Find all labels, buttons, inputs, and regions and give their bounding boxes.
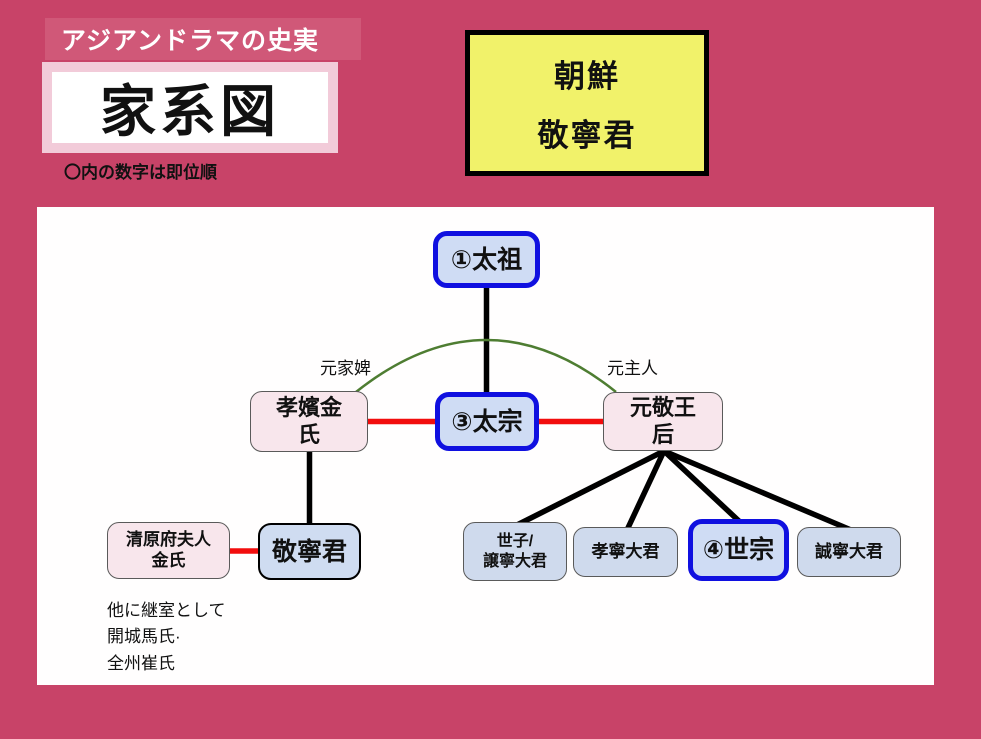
- node-cheongwon-line-1: 清原府夫人: [126, 530, 211, 550]
- node-seja-line-2: 譲寧大君: [482, 552, 547, 570]
- node-gyeongnyeong-label: 敬寧君: [271, 537, 347, 566]
- node-gyeongnyeong: 敬寧君: [258, 523, 361, 580]
- page-title: 家系図: [100, 80, 280, 143]
- subtitle-band: アジアンドラマの史実: [45, 18, 361, 60]
- node-cheongwon-bubuin: 清原府夫人 金氏: [107, 522, 230, 579]
- topic-line-2: 敬寧君: [537, 118, 637, 153]
- subtitle-text: アジアンドラマの史実: [61, 27, 320, 55]
- footnote-line-2: 開城馬氏·: [107, 627, 181, 647]
- node-seongnyeong-label: 誠寧大君: [815, 541, 883, 561]
- topic-line-1: 朝鮮: [554, 59, 620, 94]
- footnote-line-3: 全州崔氏: [107, 653, 175, 673]
- node-wongyeong-line-1: 元敬王: [629, 395, 696, 421]
- title-box: 家系図: [42, 62, 338, 153]
- node-hyoryeong: 孝寧大君: [573, 527, 678, 577]
- node-sejong-label: ④世宗: [702, 536, 775, 564]
- node-wongyeong-line-2: 后: [651, 421, 674, 447]
- footnote-line-1: 他に継室として: [107, 601, 226, 620]
- node-seja-yangnyeong: 世子/ 譲寧大君: [463, 522, 567, 581]
- node-taejong-label: ③太宗: [451, 407, 523, 436]
- node-queen-wongyeong: 元敬王 后: [603, 392, 723, 451]
- node-taejo-label: ①太祖: [450, 245, 523, 274]
- node-seongnyeong: 誠寧大君: [797, 527, 901, 577]
- node-hyoryeong-label: 孝寧大君: [591, 541, 660, 561]
- node-hyobin-line-2: 氏: [297, 421, 320, 447]
- node-hyobin-kim: 孝嬪金 氏: [250, 391, 368, 452]
- legend-note: 〇内の数字は即位順: [64, 163, 217, 182]
- node-taejong: ③太宗: [435, 392, 539, 451]
- node-taejo: ①太祖: [433, 231, 540, 288]
- node-sejong: ④世宗: [688, 519, 789, 581]
- node-hyobin-line-1: 孝嬪金: [275, 395, 342, 421]
- arc-label-former-master: 元主人: [607, 359, 658, 378]
- footnote: 他に継室として 開城馬氏· 全州崔氏: [107, 598, 226, 677]
- node-cheongwon-line-2: 金氏: [151, 550, 186, 570]
- node-seja-line-1: 世子/: [496, 533, 534, 551]
- topic-box: 朝鮮 敬寧君: [465, 30, 709, 176]
- arc-label-former-servant: 元家婢: [320, 359, 371, 378]
